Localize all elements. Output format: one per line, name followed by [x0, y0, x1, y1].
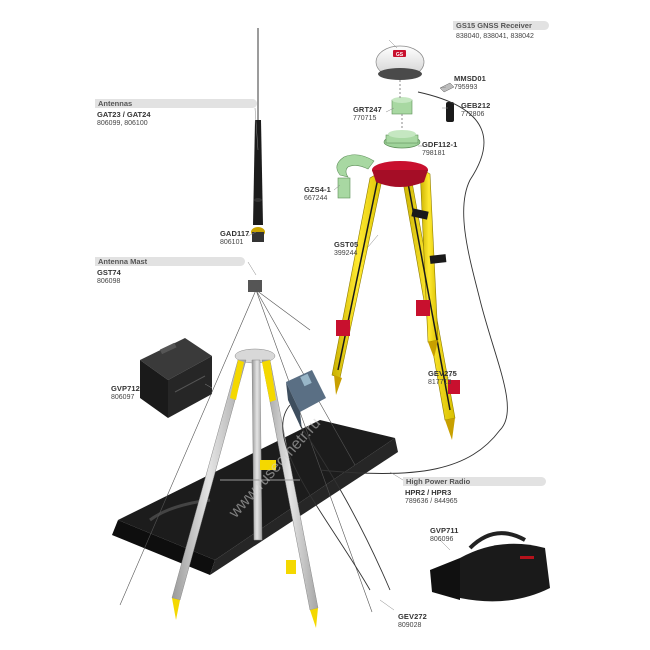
antennas-code: GAT23 / GAT24 — [97, 110, 151, 119]
antenna-mast-title-bar: Antenna Mast — [95, 257, 245, 266]
gs15-numbers: 838040, 838041, 838042 — [456, 33, 534, 40]
receiver-logo: GS — [396, 52, 404, 58]
antenna-mast-title: Antenna Mast — [98, 257, 148, 266]
gvp711-bag — [430, 531, 550, 602]
gzs4-hook — [336, 154, 375, 199]
high-power-radio-code: HPR2 / HPR3 — [405, 488, 452, 497]
geb212-battery — [446, 102, 454, 122]
gs15-title-bar: GS15 GNSS Receiver — [453, 21, 549, 30]
gdf112-tribrach — [383, 130, 421, 149]
hpr-radio — [286, 370, 326, 430]
antennas-title-bar: Antennas — [95, 99, 257, 108]
high-power-radio-numbers: 789636 / 844965 — [405, 498, 458, 505]
antennas-title: Antennas — [98, 99, 133, 108]
gs15-title: GS15 GNSS Receiver — [456, 21, 532, 30]
gvp712-case — [140, 338, 212, 418]
high-power-radio-title-bar: High Power Radio — [403, 477, 546, 486]
pointer-lines — [204, 39, 456, 611]
antenna-mast-numbers: 806098 — [97, 278, 121, 285]
mmsd01-card — [439, 82, 455, 93]
gst05-tripod — [331, 161, 460, 440]
gst74-mast-tripod — [171, 245, 319, 628]
antenna-mast-code: GST74 — [97, 268, 121, 277]
antennas-numbers: 806099, 806100 — [97, 120, 148, 127]
gat-antenna — [253, 28, 263, 225]
gad117-adapter — [251, 227, 265, 242]
high-power-radio-title: High Power Radio — [406, 477, 471, 486]
grt247-carrier — [391, 97, 413, 128]
gs15-receiver: GS — [375, 45, 425, 98]
cables — [282, 91, 508, 591]
